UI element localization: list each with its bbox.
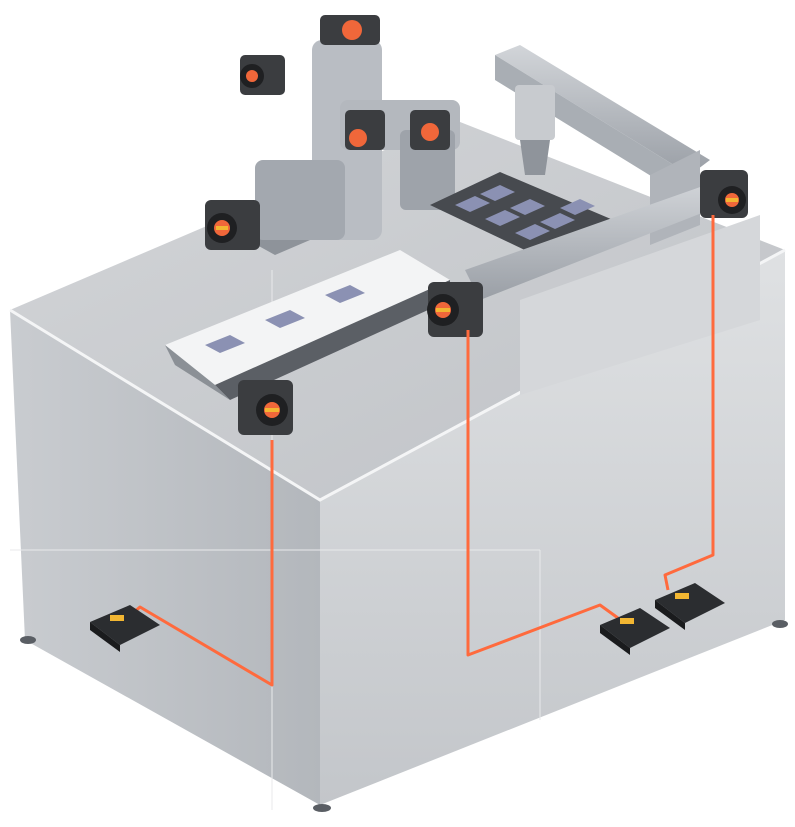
cabinet-foot xyxy=(313,804,331,812)
servo-motor-icon xyxy=(240,55,285,95)
tray-part xyxy=(485,210,520,226)
servo-motor-icon xyxy=(410,110,450,150)
conveyor-part xyxy=(205,335,245,353)
servo-motor-icon xyxy=(238,380,293,435)
conveyor-side xyxy=(215,280,450,400)
linear-axis xyxy=(465,180,760,395)
conveyor-icon xyxy=(165,250,450,385)
tray-part xyxy=(455,196,490,212)
servo-drive-icon xyxy=(600,608,670,655)
servo-drive-icon xyxy=(655,583,725,630)
gantry-nozzle xyxy=(520,140,550,175)
cabinet-foot xyxy=(20,636,36,644)
cabinet-left-face xyxy=(10,310,320,805)
tray-part xyxy=(540,213,575,229)
conveyor-part xyxy=(325,285,365,303)
cable xyxy=(663,215,715,591)
gantry-carriage xyxy=(515,85,555,140)
cable xyxy=(466,330,619,657)
servo-motor-icon xyxy=(320,15,380,45)
conveyor xyxy=(165,250,450,400)
servo-motors xyxy=(205,15,748,435)
tray-part xyxy=(480,185,515,201)
linear-axis-support xyxy=(520,215,760,395)
conveyor-end xyxy=(165,345,230,400)
gantry-icon xyxy=(495,45,710,175)
linear-axis-body xyxy=(465,180,735,300)
cabinet-front-face xyxy=(320,250,785,805)
tray-part xyxy=(510,199,545,215)
tray-part xyxy=(515,224,550,240)
servo-motor-icon xyxy=(700,170,748,218)
servo-motor-icon xyxy=(345,110,385,150)
servo-drive-icon xyxy=(90,605,160,652)
tray-part xyxy=(560,199,595,215)
robot-joint xyxy=(255,160,345,240)
cabinet-foot xyxy=(772,620,788,628)
conveyor-part xyxy=(265,310,305,328)
servo-motor-icon xyxy=(205,200,260,250)
servo-drives xyxy=(90,583,725,655)
servo-motor-icon xyxy=(427,282,483,337)
